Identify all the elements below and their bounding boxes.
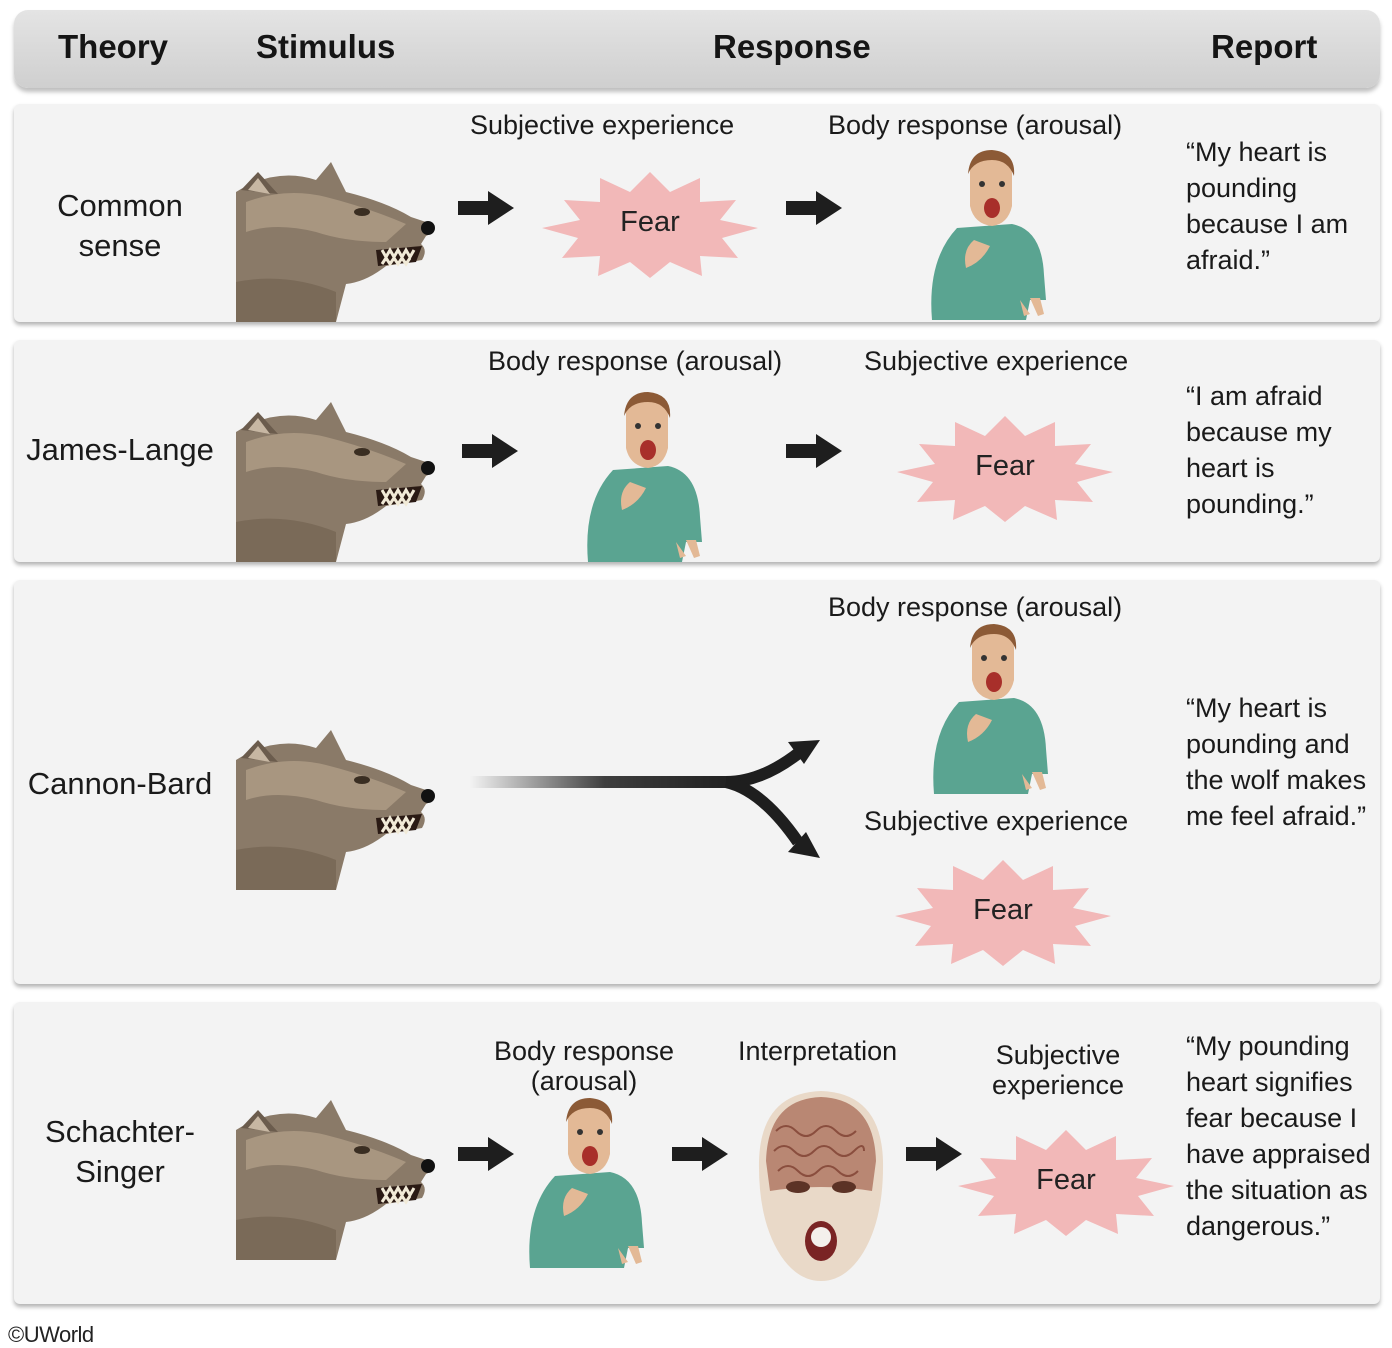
body-response-label: Body response (arousal)	[493, 1036, 675, 1096]
subjective-experience-label: Subjective experience	[864, 346, 1129, 376]
arrow-icon	[462, 434, 518, 468]
fear-label: Fear	[620, 206, 680, 238]
header-response: Response	[713, 28, 871, 65]
wolf-icon	[236, 1100, 436, 1260]
frightened-man-icon	[914, 624, 1064, 794]
arrow-icon	[906, 1137, 962, 1171]
body-response-label: Body response (arousal)	[828, 110, 1123, 140]
interpretation-label: Interpretation	[738, 1036, 898, 1066]
copyright: ©UWorld	[8, 1322, 94, 1347]
fear-label: Fear	[1036, 1164, 1096, 1196]
branching-arrow-icon	[470, 740, 820, 858]
report-quote: “My heart is pounding and the wolf makes…	[1186, 693, 1367, 831]
subjective-experience-label: Subjective experience	[991, 1040, 1125, 1100]
fear-burst-icon: Fear	[893, 858, 1113, 968]
body-response-label: Body response (arousal)	[828, 592, 1123, 622]
arrow-icon	[458, 1137, 514, 1171]
header-report: Report	[1211, 28, 1318, 65]
wolf-icon	[236, 402, 436, 562]
brain-face-icon	[756, 1086, 886, 1286]
report-quote: “My heart is pounding because I am afrai…	[1186, 137, 1349, 275]
frightened-man-icon	[912, 150, 1062, 320]
body-response-label: Body response (arousal)	[488, 346, 783, 376]
theory-label: Cannon-Bard	[27, 766, 213, 801]
arrow-icon	[786, 191, 842, 225]
wolf-icon	[236, 730, 436, 890]
fear-burst-icon: Fear	[540, 170, 760, 280]
fear-label: Fear	[975, 450, 1035, 482]
subjective-experience-label: Subjective experience	[864, 806, 1129, 836]
subjective-experience-label: Subjective experience	[470, 110, 735, 140]
fear-label: Fear	[973, 894, 1033, 926]
fear-burst-icon: Fear	[895, 414, 1115, 524]
theory-label: James-Lange	[26, 432, 214, 467]
arrow-icon	[458, 191, 514, 225]
header-theory: Theory	[58, 28, 169, 65]
arrow-icon	[672, 1137, 728, 1171]
header-bar	[14, 10, 1380, 88]
theory-label: Common sense	[57, 188, 183, 263]
report-quote: “My pounding heart signifies fear becaus…	[1186, 1031, 1371, 1241]
frightened-man-icon	[510, 1098, 660, 1268]
frightened-man-icon	[568, 392, 718, 562]
report-quote: “I am afraid because my heart is poundin…	[1186, 381, 1332, 519]
theory-label: Schachter- Singer	[45, 1114, 195, 1189]
fear-burst-icon: Fear	[956, 1128, 1176, 1238]
header-stimulus: Stimulus	[256, 28, 396, 65]
wolf-icon	[236, 162, 436, 322]
arrow-icon	[786, 434, 842, 468]
